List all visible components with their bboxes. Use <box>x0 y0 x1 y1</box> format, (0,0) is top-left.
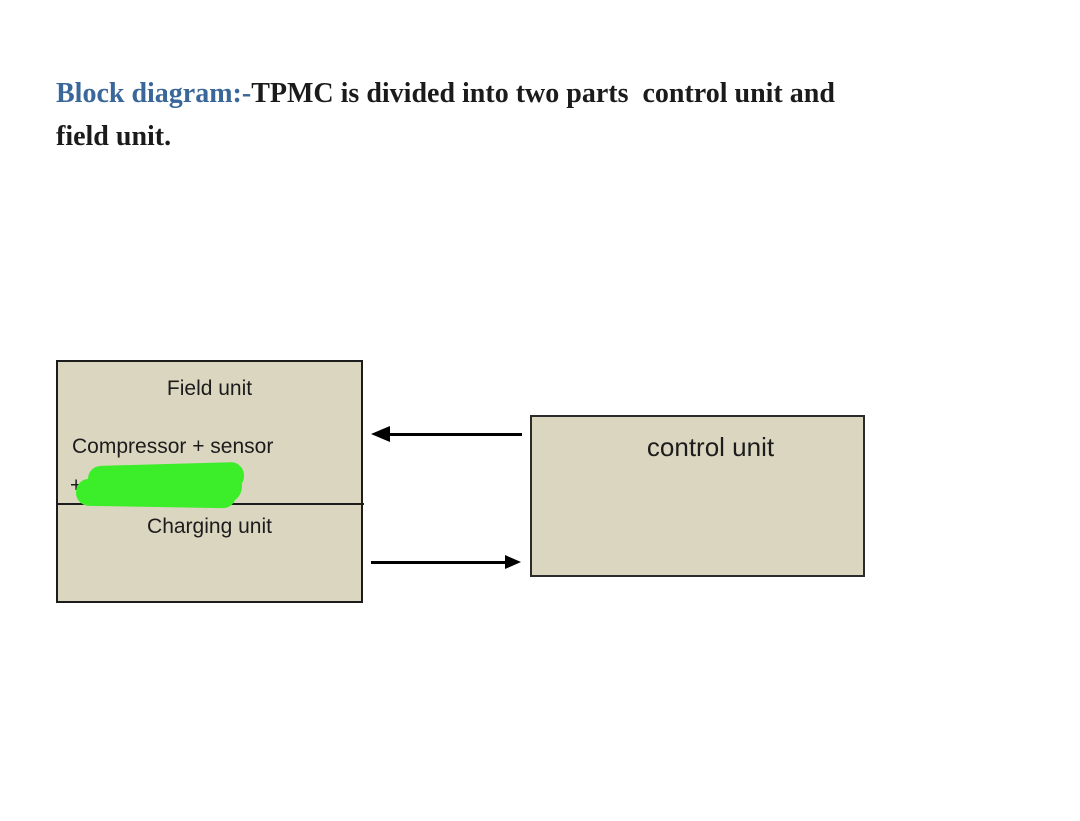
arrow-left-icon <box>371 426 390 442</box>
arrow-field-to-control-line <box>371 561 507 564</box>
arrow-right-icon <box>505 555 521 569</box>
control-unit-box: control unit <box>530 415 865 577</box>
green-marker-redaction <box>75 478 237 509</box>
control-unit-title: control unit <box>646 432 775 462</box>
charging-unit-title: Charging unit <box>147 515 272 538</box>
heading-lead: Block diagram:- <box>56 78 252 109</box>
heading-text: TPMC is divided into two parts control u… <box>56 78 835 152</box>
field-unit-title: Field unit <box>166 377 253 400</box>
arrow-control-to-field-line <box>382 433 522 436</box>
field-unit-box: Field unit Compressor + sensor + Chargin… <box>56 360 364 603</box>
compressor-sensor-label: Compressor + sensor <box>72 435 274 458</box>
page-title: Block diagram:-TPMC is divided into two … <box>56 72 1016 158</box>
